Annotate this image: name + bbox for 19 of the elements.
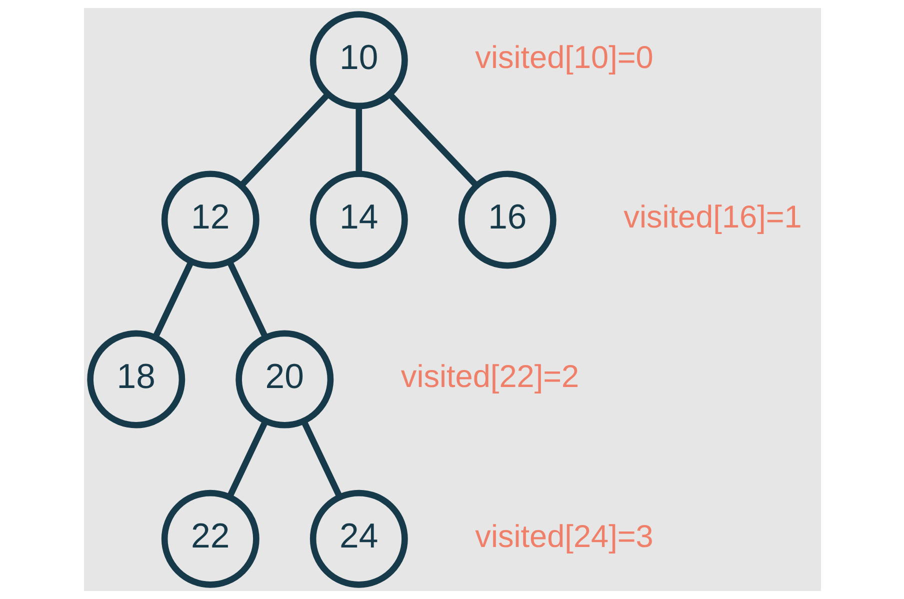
node-label: visited[22]=2 (400, 358, 579, 394)
connector (226, 420, 268, 498)
connector (355, 106, 362, 174)
node-circle: 10 (309, 11, 408, 110)
connector (226, 260, 268, 339)
node-circle: 14 (309, 170, 408, 269)
connector (300, 420, 342, 498)
node-circle: 20 (235, 330, 334, 428)
node-circle: 16 (458, 170, 556, 269)
node-label: visited[16]=1 (623, 198, 802, 235)
node-circle: 22 (160, 490, 259, 588)
connector (152, 260, 194, 339)
node-circle: 12 (160, 170, 259, 269)
node-label: visited[24]=3 (474, 518, 653, 554)
connector (238, 92, 330, 188)
node-circle: 18 (86, 330, 185, 428)
node-circle: 24 (309, 490, 408, 588)
connector (386, 92, 478, 188)
node-label: visited[10]=0 (474, 39, 653, 76)
